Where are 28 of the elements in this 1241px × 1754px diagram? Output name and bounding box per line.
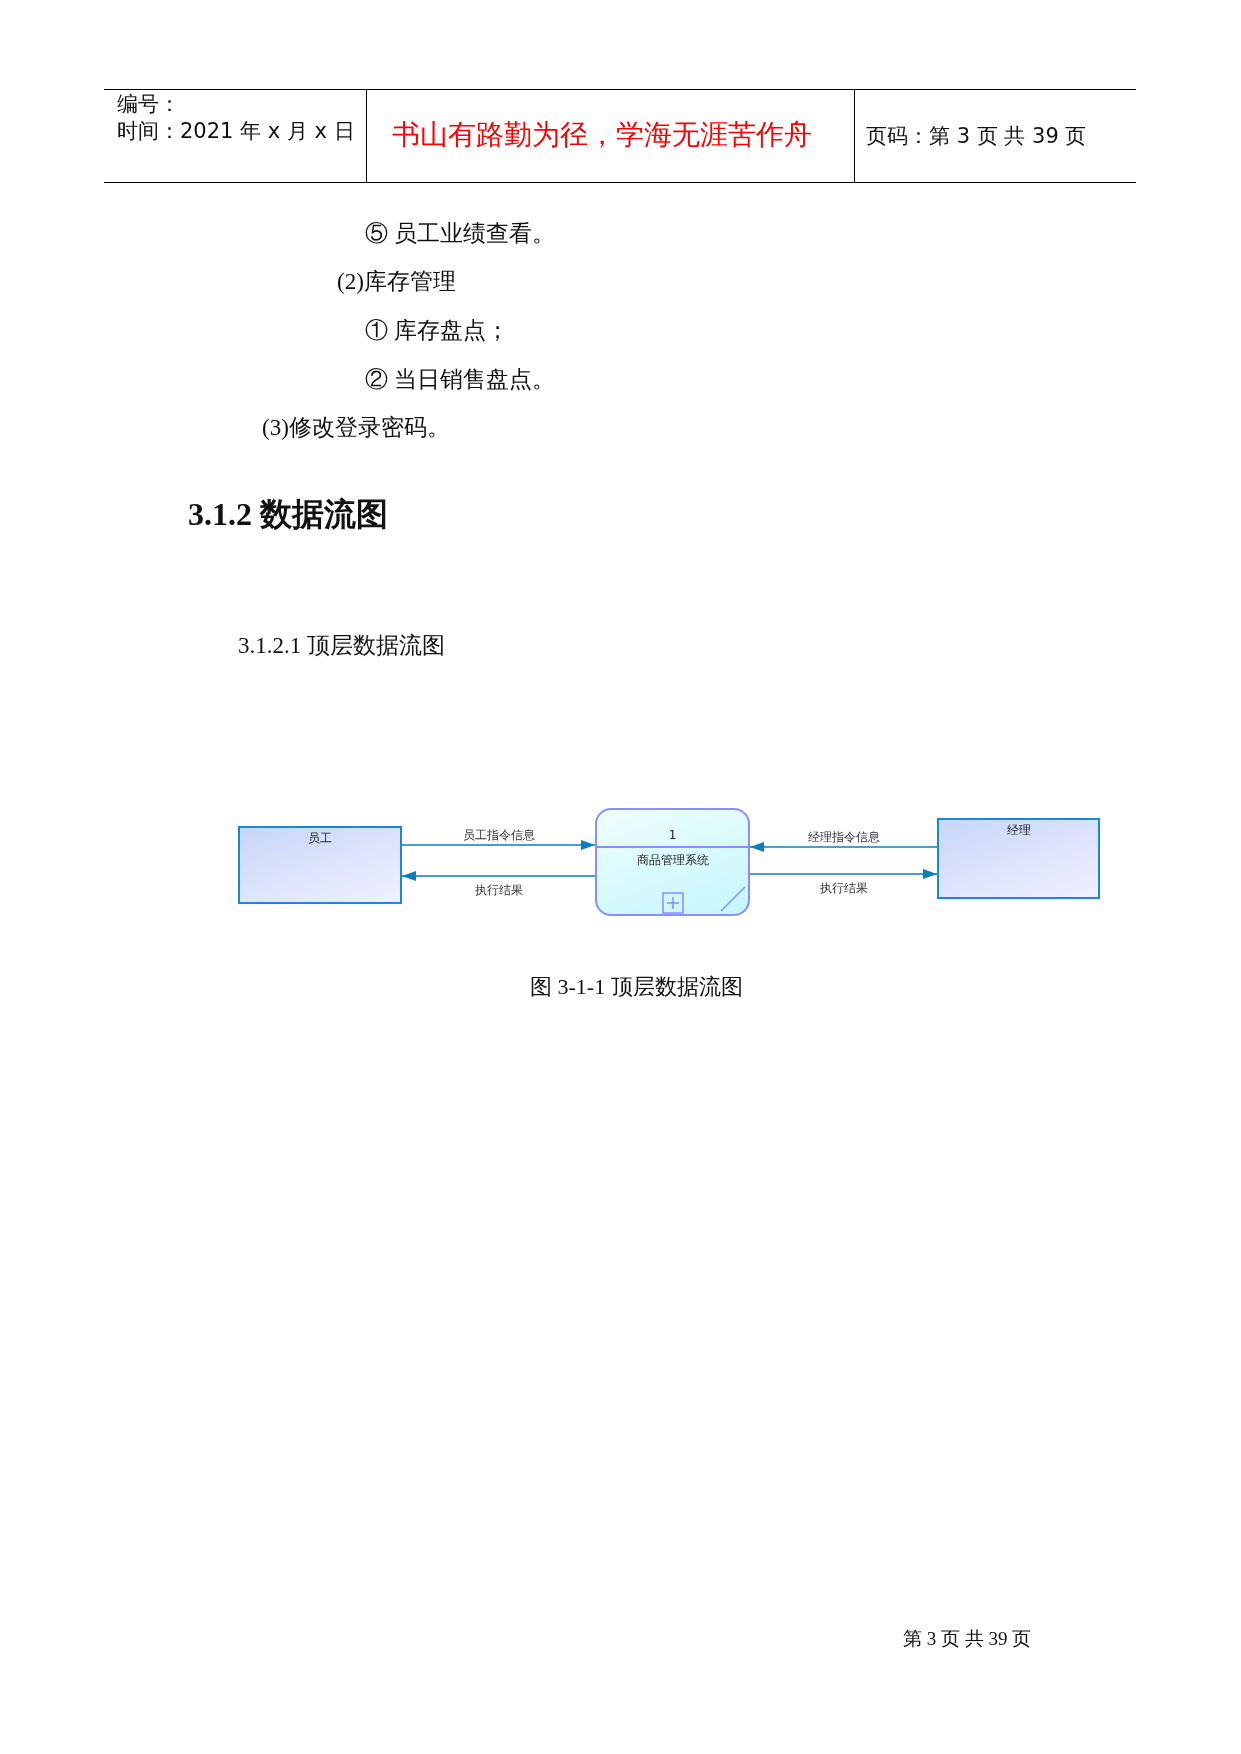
process-name: 商品管理系统 [635, 852, 710, 869]
edge-label: 执行结果 [817, 880, 870, 897]
header-date: 时间：2021 年 x 月 x 日 [117, 119, 355, 145]
arrow [401, 840, 596, 850]
page-footer: 第 3 页 共 39 页 [903, 1628, 1032, 1651]
external-entity-box [238, 826, 402, 904]
list-item: (2)库存管理 [337, 268, 456, 296]
process-box [595, 808, 750, 916]
arrow [749, 842, 938, 852]
page-number: 页码：第 3 页 共 39 页 [866, 124, 1087, 150]
list-item: ① 库存盘点； [365, 317, 509, 345]
external-entity-box [937, 818, 1100, 899]
header-motto: 书山有路勤为径，学海无涯苦作舟 [392, 118, 812, 152]
list-item: (3)修改登录密码。 [262, 414, 450, 442]
figure-caption: 图 3-1-1 顶层数据流图 [530, 974, 743, 1001]
edge-label: 经理指令信息 [805, 829, 882, 846]
arrow [749, 869, 938, 879]
section-heading: 3.1.2 数据流图 [188, 495, 388, 534]
edge-label: 执行结果 [472, 882, 525, 899]
list-item: ② 当日销售盘点。 [365, 366, 555, 394]
process-number: 1 [667, 828, 678, 842]
subsection-heading: 3.1.2.1 顶层数据流图 [238, 632, 445, 660]
entity-name: 员工 [307, 830, 333, 847]
edge-label: 员工指令信息 [460, 827, 537, 844]
header-field: 编号： [117, 92, 180, 118]
list-item: ⑤ 员工业绩查看。 [365, 220, 555, 248]
entity-name: 经理 [1005, 822, 1032, 839]
arrow [401, 871, 596, 881]
